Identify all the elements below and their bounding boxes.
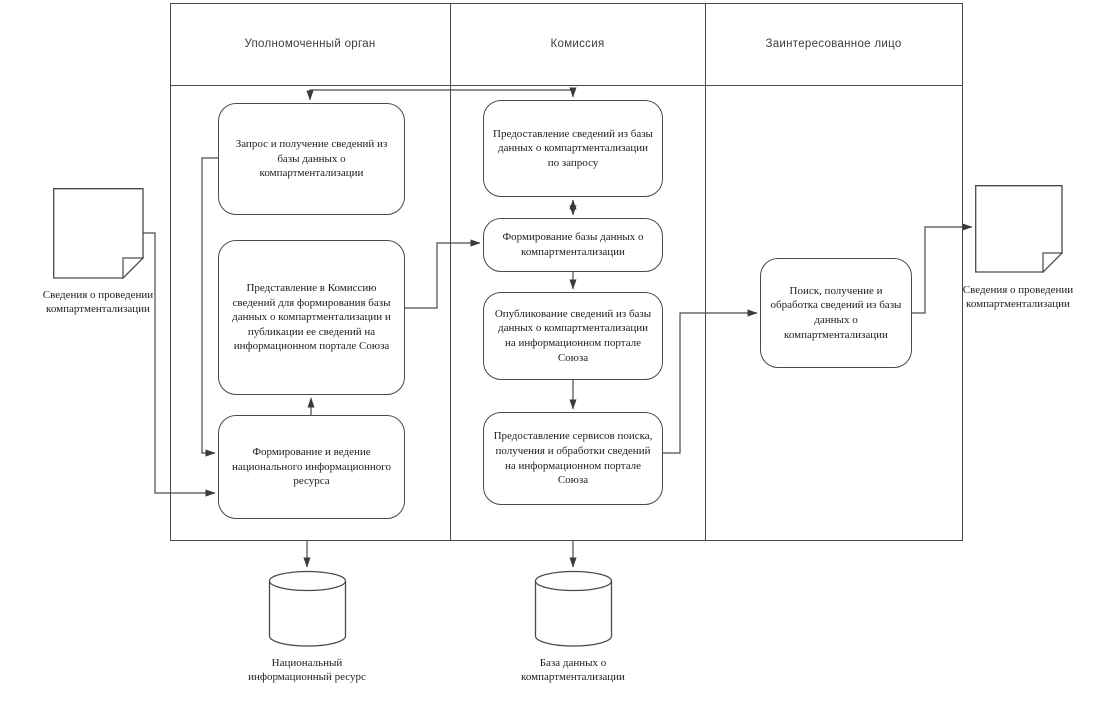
datastore-node-compartment — [534, 570, 613, 650]
document-icon — [975, 185, 1063, 273]
document-icon — [53, 188, 144, 279]
process-box-national-resource: Формирование и ведение национального инф… — [218, 415, 405, 519]
process-box-search-process: Поиск, получение и обработка сведений из… — [760, 258, 912, 368]
lane-header-interested-party: Заинтересованное лицо — [765, 38, 902, 50]
lane-divider-2 — [705, 3, 706, 540]
process-box-request-info: Запрос и получение сведений из базы данн… — [218, 103, 405, 215]
lane-header-authorized-body: Уполномоченный орган — [244, 38, 376, 50]
process-box-submit-to-commission: Представление в Комиссию сведений для фо… — [218, 240, 405, 395]
lane-header-commission: Комиссия — [550, 38, 605, 50]
process-box-provide-services: Предоставление сервисов поиска, получени… — [483, 412, 663, 505]
database-cylinder-icon — [268, 570, 347, 647]
datastore-node-national — [268, 570, 347, 650]
datastore-national-label: Национальный информационный ресурс — [248, 657, 366, 684]
datastore-compartment-label: База данных о компартментализации — [521, 657, 625, 684]
document-right-label: Сведения о проведении компартментализаци… — [962, 284, 1074, 311]
document-node-left — [53, 188, 144, 279]
database-cylinder-icon — [534, 570, 613, 647]
process-box-publish-info: Опубликование сведений из базы данных о … — [483, 292, 663, 380]
header-separator-line — [170, 85, 962, 86]
document-left-label: Сведения о проведении компартментализаци… — [42, 289, 154, 316]
process-box-provide-on-request: Предоставление сведений из базы данных о… — [483, 100, 663, 197]
document-node-right — [975, 185, 1063, 273]
process-box-form-database: Формирование базы данных о компартментал… — [483, 218, 663, 272]
